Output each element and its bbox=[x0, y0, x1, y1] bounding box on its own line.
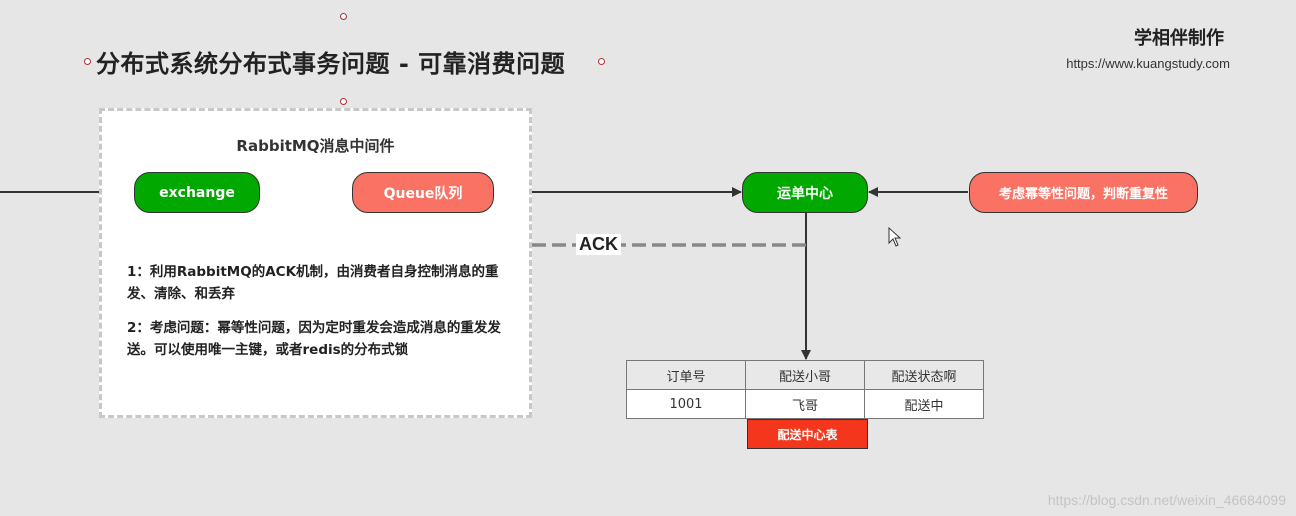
dispatch-table: 订单号 配送小哥 配送状态啊 1001 飞哥 配送中 bbox=[626, 360, 984, 419]
note-idempotent: 2：考虑问题：幂等性问题，因为定时重发会造成消息的重发发送。可以使用唯一主键，或… bbox=[127, 320, 501, 358]
table-row: 1001 飞哥 配送中 bbox=[626, 389, 984, 419]
container-title: RabbitMQ消息中间件 bbox=[236, 137, 395, 155]
table-header-row: 订单号 配送小哥 配送状态啊 bbox=[626, 360, 984, 390]
rabbitmq-container[interactable]: RabbitMQ消息中间件 1：利用RabbitMQ的ACK机制，由消费者自身控… bbox=[99, 108, 532, 418]
table-cell: 飞哥 bbox=[745, 389, 865, 419]
table-label: 配送中心表 bbox=[747, 419, 868, 449]
table-header-cell: 配送状态啊 bbox=[864, 360, 984, 390]
selection-handle-left[interactable] bbox=[84, 58, 91, 65]
table-header-cell: 配送小哥 bbox=[745, 360, 865, 390]
brand-url: https://www.kuangstudy.com bbox=[1066, 56, 1230, 71]
note-ack: 1：利用RabbitMQ的ACK机制，由消费者自身控制消息的重发、清除、和丢弃 bbox=[127, 264, 499, 302]
table-cell: 1001 bbox=[626, 389, 746, 419]
selection-handle-top[interactable] bbox=[340, 13, 347, 20]
selection-handle-bottom[interactable] bbox=[340, 98, 347, 105]
table-cell: 配送中 bbox=[864, 389, 984, 419]
brand-name: 学相伴制作 bbox=[1134, 28, 1224, 49]
idempotent-check-node[interactable]: 考虑幂等性问题，判断重复性 bbox=[969, 172, 1198, 213]
dispatch-center-node[interactable]: 运单中心 bbox=[742, 172, 868, 213]
queue-node[interactable]: Queue队列 bbox=[352, 172, 494, 213]
watermark: https://blog.csdn.net/weixin_46684099 bbox=[1047, 492, 1286, 508]
mouse-cursor-icon bbox=[888, 227, 902, 247]
selection-handle-right[interactable] bbox=[598, 58, 605, 65]
page-title[interactable]: 分布式系统分布式事务问题 - 可靠消费问题 bbox=[96, 50, 566, 78]
table-header-cell: 订单号 bbox=[626, 360, 746, 390]
ack-label: ACK bbox=[576, 234, 621, 255]
exchange-node[interactable]: exchange bbox=[134, 172, 260, 213]
